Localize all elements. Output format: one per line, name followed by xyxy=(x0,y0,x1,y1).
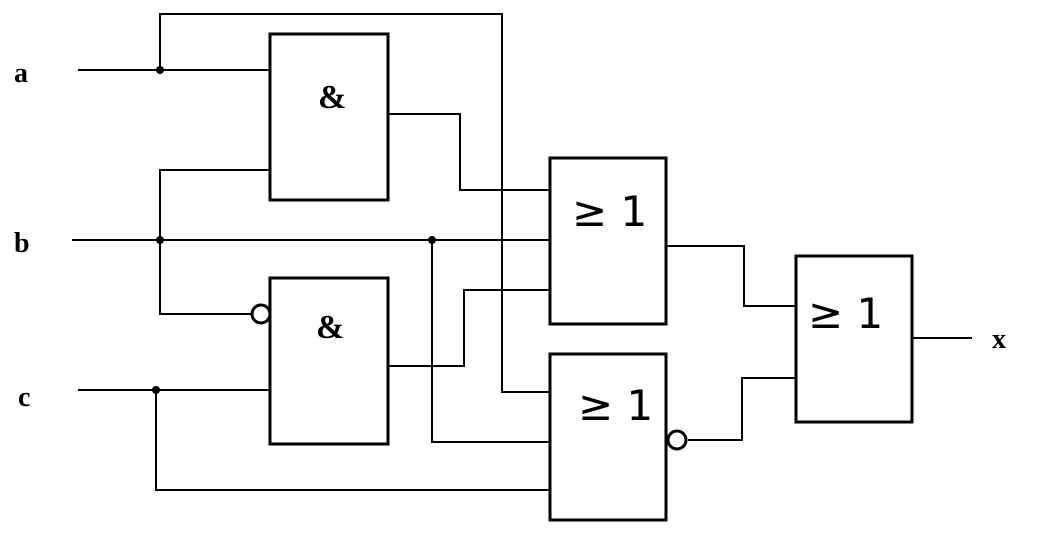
and-gate-top xyxy=(268,32,390,202)
or-gate-middle xyxy=(548,156,668,326)
and-gate-bottom xyxy=(268,276,390,446)
junction-dot-c xyxy=(152,386,160,394)
and-gate-bottom-symbol: & xyxy=(316,309,344,346)
wire-b-to-or-bottom xyxy=(431,240,550,443)
junction-dot-b xyxy=(156,236,164,244)
and-gate-bottom-inverter-bubble xyxy=(250,303,272,325)
or-gate-final-symbol: ≥ 1 xyxy=(808,289,883,338)
or-gate-bottom-symbol: ≥ 1 xyxy=(578,381,653,430)
wire-and-bottom-to-or-middle xyxy=(388,289,550,367)
or-gate-bottom xyxy=(548,352,668,522)
or-gate-final xyxy=(794,254,914,424)
wire-and-top-to-or-middle xyxy=(388,113,550,191)
junction-dot-a xyxy=(156,66,164,74)
input-label-c: c xyxy=(18,382,30,413)
or-gate-middle-symbol: ≥ 1 xyxy=(572,187,647,236)
wire-a-loop-to-or-bottom xyxy=(159,13,550,393)
input-label-b: b xyxy=(14,228,30,259)
input-label-a: a xyxy=(14,58,28,89)
wire-or-bottom-to-or-final xyxy=(688,377,796,441)
wire-b-to-and-top xyxy=(159,169,270,240)
and-gate-top-symbol: & xyxy=(318,79,346,116)
wire-c-to-or-bottom xyxy=(155,390,550,491)
output-label-x: x xyxy=(992,324,1006,355)
junction-dot-b-right xyxy=(428,236,436,244)
wire-or-middle-to-or-final xyxy=(666,245,796,307)
wire-b-to-and-bottom xyxy=(159,240,252,315)
or-gate-bottom-inverter-bubble xyxy=(666,429,688,451)
